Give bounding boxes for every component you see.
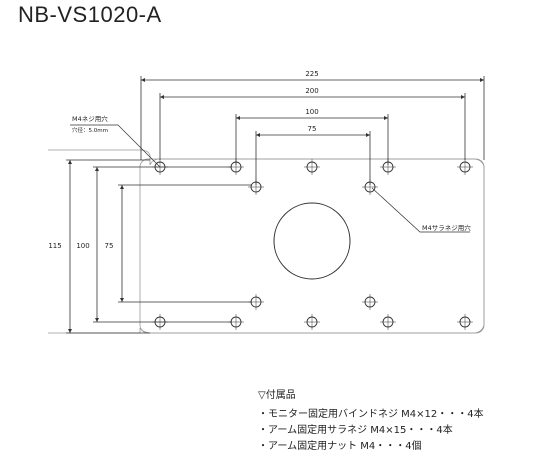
hole [457,314,473,330]
product-title: NB-VS1020-A [18,2,162,27]
callout-hole-depth: 穴径：5.0mm [72,126,108,134]
accessory-item: ・アーム固定用サラネジ M4×15・・・4本 [258,425,453,436]
leader-m4-hole [70,124,161,168]
hole [457,159,473,175]
dim-100: 100 [305,108,318,116]
callout-m4-hole: M4ネジ用穴 [72,114,108,123]
hole [380,314,396,330]
hole [228,314,244,330]
accessory-item: ・アーム固定用ナット M4・・・4個 [258,441,422,452]
accessory-item: ・モニター固定用バインドネジ M4×12・・・4本 [258,409,484,420]
hole [304,314,320,330]
extension-lines [66,76,485,334]
dim-100v: 100 [76,242,89,250]
mounting-holes [152,159,473,330]
hole [152,314,168,330]
dim-75: 75 [308,125,317,133]
plate-outline [48,149,485,334]
hole [304,159,320,175]
accessories-list: ▽付属品 ・モニター固定用バインドネジ M4×12・・・4本 ・アーム固定用サラ… [258,388,484,455]
hole [248,179,264,195]
callout-m4-tap: M4サラネジ用穴 [422,223,471,232]
hole [362,179,378,195]
dim-75v: 75 [105,242,114,250]
accessories-header: ▽付属品 [258,390,296,401]
hole [362,294,378,310]
hole [380,159,396,175]
dim-115: 115 [48,242,61,250]
hole [228,159,244,175]
hole [248,294,264,310]
leader-m4-tap [371,187,470,233]
dim-225: 225 [305,70,318,78]
center-hole [273,202,351,280]
dim-200: 200 [305,87,318,95]
